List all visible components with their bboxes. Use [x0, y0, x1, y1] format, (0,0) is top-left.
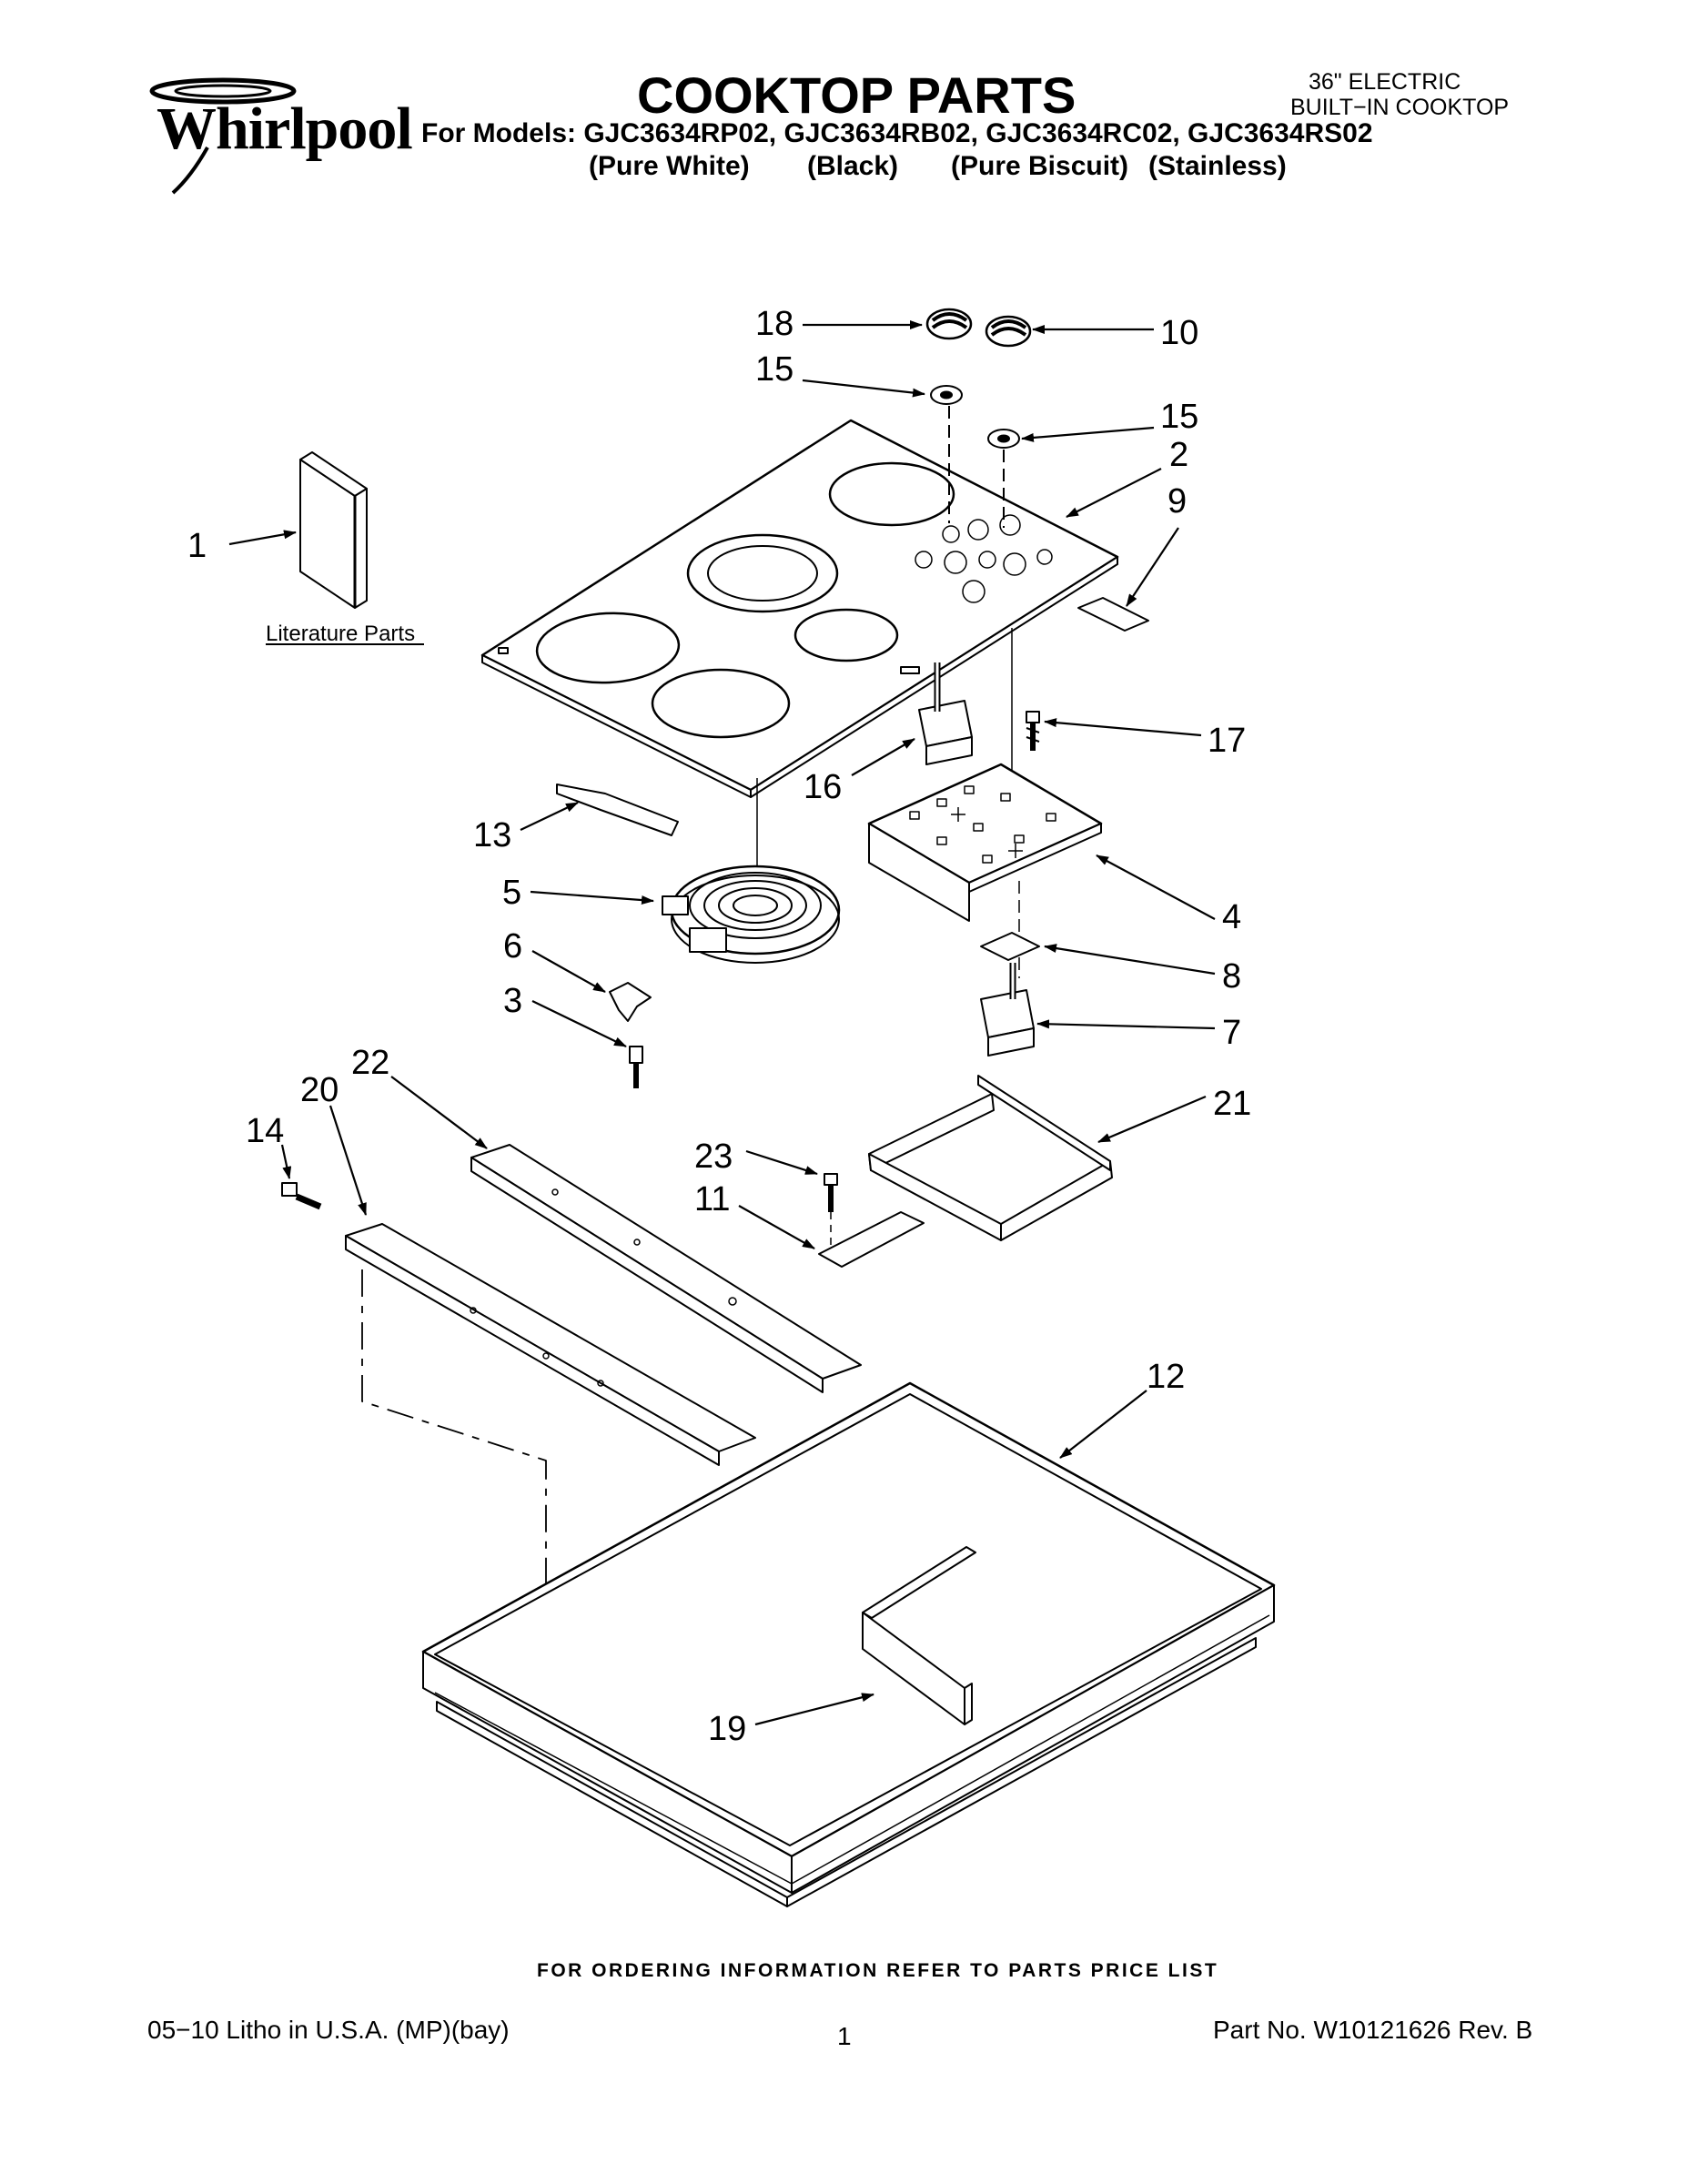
- logo-swirl-icon: [149, 77, 297, 195]
- page-title: COOKTOP PARTS: [637, 66, 1076, 124]
- callout-6: 6: [503, 927, 522, 966]
- callout-9: 9: [1167, 482, 1187, 521]
- callout-12: 12: [1147, 1358, 1185, 1396]
- literature-booklet: [299, 451, 368, 609]
- bracket-screw: [824, 1173, 838, 1212]
- finish-stainless: (Stainless): [1148, 151, 1287, 181]
- trim-strip: [1077, 597, 1149, 632]
- mounting-screw: [1026, 711, 1040, 751]
- glass-cooktop: [480, 419, 1119, 798]
- control-knob-2: [985, 315, 1032, 348]
- models-line: For Models: GJC3634RP02, GJC3634RB02, GJ…: [421, 118, 1373, 148]
- callout-21: 21: [1213, 1085, 1251, 1123]
- callout-11: 11: [694, 1180, 730, 1218]
- knob-spacer: [930, 385, 963, 405]
- callout-1: 1: [187, 527, 207, 565]
- finish-pure-biscuit: (Pure Biscuit): [951, 151, 1129, 181]
- brand-name: Whirlpool: [157, 96, 413, 162]
- ordering-note: FOR ORDERING INFORMATION REFER TO PARTS …: [537, 1960, 1219, 1981]
- mounting-plate: [980, 932, 1040, 961]
- finish-black: (Black): [807, 151, 899, 181]
- subtitle-line-1: 36" ELECTRIC: [1309, 69, 1461, 95]
- rear-rail: [345, 1223, 756, 1466]
- support-bracket: [868, 1075, 1113, 1241]
- control-knob: [925, 308, 973, 340]
- callout-15b: 15: [1160, 398, 1198, 436]
- litho-text: 05−10 Litho in U.S.A. (MP)(bay): [147, 2016, 510, 2044]
- control-bracket: [867, 763, 1103, 922]
- callout-4: 4: [1222, 898, 1241, 936]
- rail-screw: [281, 1182, 322, 1210]
- callout-leaders: [228, 320, 1216, 1726]
- page-number: 1: [837, 2022, 852, 2050]
- small-bracket: [818, 1211, 925, 1268]
- exploded-parts-diagram: 1 2 3 4 5 6 7 8 9 10 11 12 13 14 15 15 1…: [187, 305, 1276, 1907]
- infinite-switch-2: [980, 963, 1035, 1057]
- callout-17: 17: [1208, 722, 1246, 760]
- part-number: Part No. W10121626 Rev. B: [1213, 2016, 1533, 2044]
- callout-15a: 15: [755, 350, 793, 389]
- literature-parts-label: Literature Parts: [266, 622, 415, 646]
- finish-pure-white: (Pure White): [589, 151, 750, 181]
- infinite-switch: [918, 662, 973, 765]
- callout-19: 19: [708, 1710, 746, 1748]
- callout-22: 22: [351, 1044, 389, 1082]
- callout-10: 10: [1160, 314, 1198, 352]
- element-screw: [629, 1046, 643, 1088]
- retainer-clip: [556, 784, 679, 836]
- inner-bracket: [862, 1546, 976, 1725]
- knob-spacer-2: [987, 429, 1020, 449]
- callout-20: 20: [300, 1071, 339, 1109]
- element-bracket: [609, 982, 652, 1022]
- callout-13: 13: [473, 816, 511, 854]
- callout-16: 16: [804, 768, 842, 806]
- callout-2: 2: [1169, 436, 1188, 474]
- brand-logo: [136, 76, 391, 195]
- callout-18: 18: [755, 305, 793, 343]
- callout-7: 7: [1222, 1014, 1241, 1052]
- radiant-element: [662, 864, 841, 964]
- subtitle-line-2: BUILT−IN COOKTOP: [1290, 95, 1510, 120]
- callout-14: 14: [246, 1112, 284, 1150]
- callout-3: 3: [503, 982, 522, 1020]
- front-rail: [470, 1144, 862, 1393]
- callout-23: 23: [694, 1138, 733, 1176]
- callout-numbers: 1 2 3 4 5 6 7 8 9 10 11 12 13 14 15 15 1…: [187, 305, 1251, 1748]
- callout-8: 8: [1222, 957, 1241, 996]
- callout-5: 5: [502, 874, 521, 912]
- base-pan: [421, 1381, 1276, 1907]
